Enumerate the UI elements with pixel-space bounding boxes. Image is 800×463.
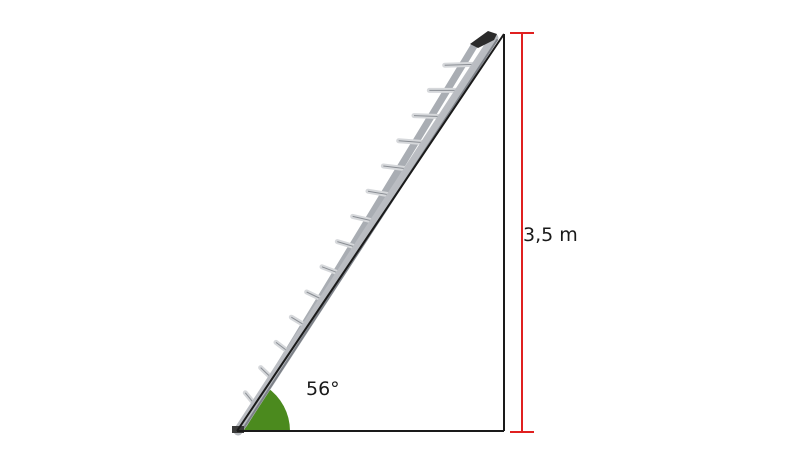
height-dimension <box>510 32 534 433</box>
ladder-top-cap <box>470 31 497 48</box>
hypotenuse-line <box>236 33 505 432</box>
ladder-icon <box>232 31 499 436</box>
angle-label: 56° <box>306 378 340 400</box>
height-label: 3,5 m <box>523 224 578 246</box>
